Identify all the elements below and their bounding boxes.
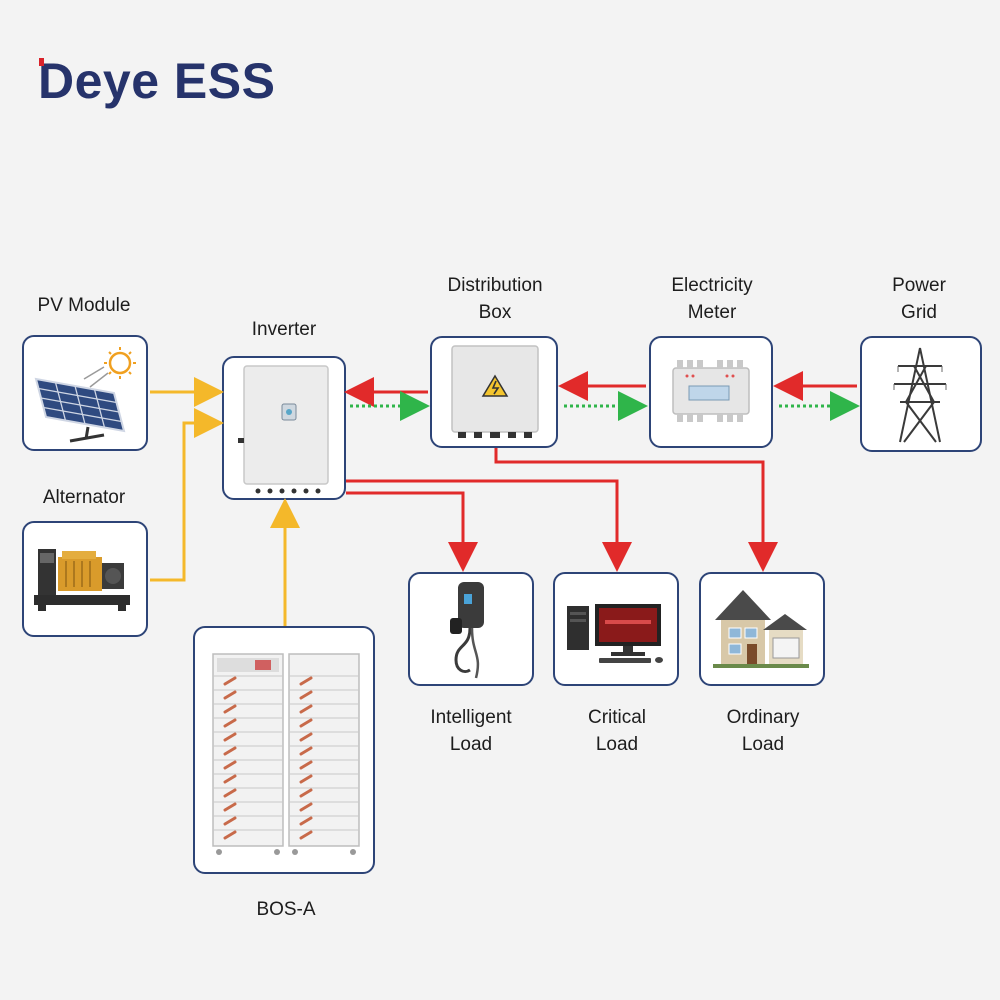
inverter-to-critical-load-arrow [346, 479, 632, 572]
power-grid-label: Power Grid [892, 275, 946, 323]
dc-flow-lines [150, 377, 300, 626]
ordinary-load-box [699, 572, 825, 686]
critical-load-box [553, 572, 679, 686]
intelligent-load-label: Intelligent Load [430, 707, 512, 755]
computer-icon [567, 604, 663, 663]
battery-label: BOS-A [256, 899, 316, 920]
electricity-meter-icon [672, 360, 750, 422]
deye-ess-logo: Deye ESS [38, 52, 275, 110]
distribution-box-label: Distribution Box [447, 275, 543, 323]
battery-rack-icon [212, 653, 360, 855]
inverter-to-intelligent-load-arrow [346, 491, 478, 572]
intelligent-load-box [408, 572, 534, 686]
distribution-box-box [430, 336, 558, 448]
inverter-box [222, 356, 346, 500]
generator-icon [34, 549, 130, 611]
logo-text: Deye ESS [38, 53, 276, 109]
ordinary-load-label: Ordinary Load [726, 707, 800, 755]
critical-load-label: Critical Load [587, 707, 647, 755]
alternator-box [22, 521, 148, 637]
alternator-to-inverter-arrow [150, 408, 224, 582]
ac-flow-lines [344, 371, 857, 572]
alternator-label: Alternator [42, 487, 126, 508]
inverter-icon [238, 365, 329, 494]
inverter-label: Inverter [251, 319, 317, 340]
ev-charger-icon [450, 582, 484, 679]
house-icon [713, 590, 809, 668]
electricity-meter-label: Electricity Meter [671, 275, 753, 323]
solar-panel-icon [34, 347, 136, 443]
pv-module-box [22, 335, 148, 451]
power-grid-box [860, 336, 982, 452]
battery-rack-box [193, 626, 375, 874]
transmission-tower-icon [893, 347, 947, 443]
electricity-meter-box [649, 336, 773, 448]
distribution-to-ordinary-load-arrow [494, 448, 778, 572]
pv-module-label: PV Module [37, 295, 131, 316]
distribution-box-icon [451, 345, 539, 438]
